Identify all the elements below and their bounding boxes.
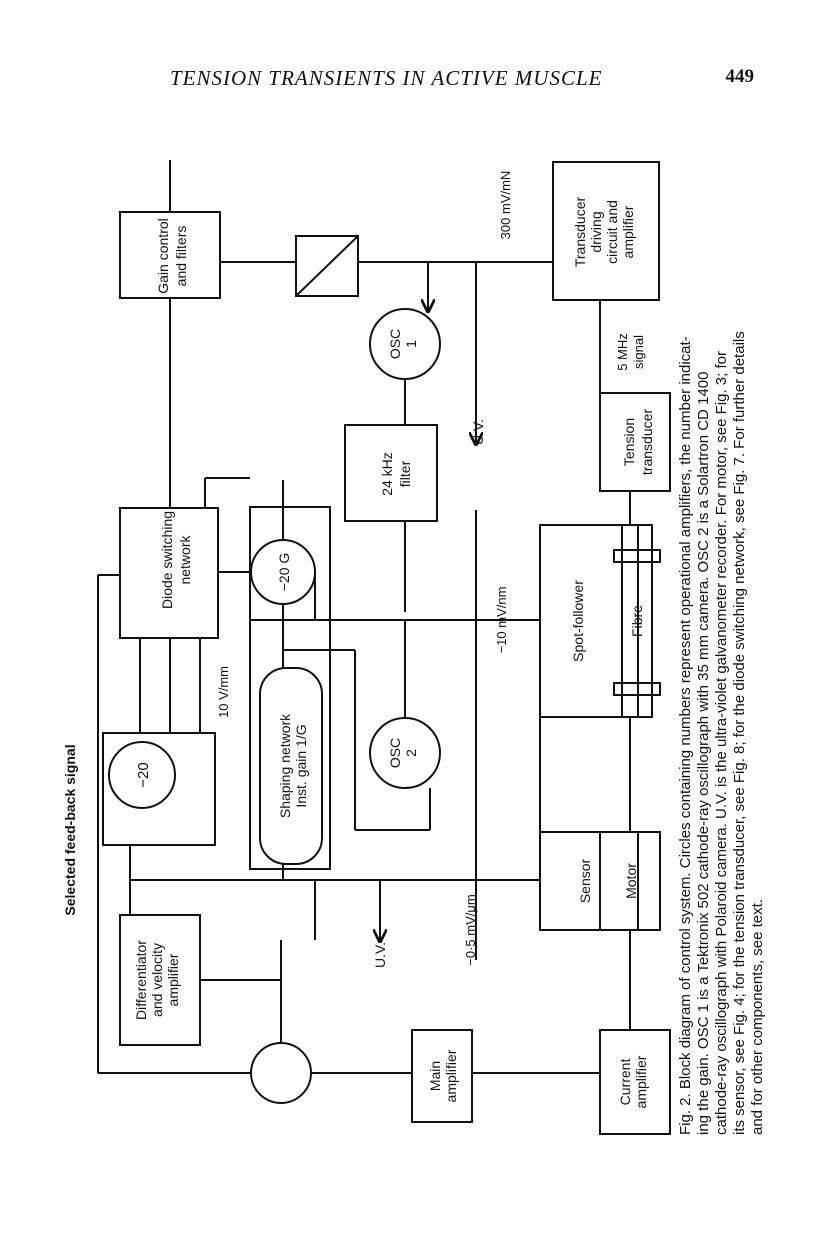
current-amplifier-box: [599, 1029, 671, 1135]
tension-transducer-label: Tension: [621, 418, 637, 466]
main-amp-label-2: amplifier: [443, 1049, 459, 1102]
caption-line-2: ing the gain. OSC 1 is a Tektronix 502 c…: [695, 372, 712, 1135]
differentiator-label: Differentiator: [133, 940, 149, 1020]
shaping-label: Shaping network: [277, 713, 293, 818]
transducer-driving-box: [552, 161, 660, 301]
osc2-label-2: 2: [403, 749, 419, 757]
transducer-label: Transducer: [572, 197, 588, 268]
caption-line-4: its sensor, see Fig. 4; for the tension …: [731, 331, 748, 1135]
signal-label: signal: [631, 335, 646, 369]
main-amp-label: Main: [427, 1061, 443, 1091]
uv-label-2: U.V.: [372, 942, 388, 968]
transducer-label-4: amplifier: [620, 205, 636, 258]
caption-line-5: and for other components, see text.: [749, 899, 766, 1135]
transducer-label-3: circuit and: [604, 200, 620, 264]
sensor-label: Sensor: [577, 858, 593, 903]
page-header: TENSION TRANSIENTS IN ACTIVE MUSCLE 449: [170, 66, 760, 102]
running-head: TENSION TRANSIENTS IN ACTIVE MUSCLE: [170, 66, 603, 90]
diode-switching-label-2: network: [177, 534, 193, 584]
filter-label-2: filter: [397, 460, 413, 487]
caption-line-3: cathode-ray oscillograph with Polaroid c…: [713, 351, 730, 1135]
uv-label-1: U.V.: [470, 419, 486, 445]
divider-box: [295, 235, 359, 297]
osc2-label: OSC: [387, 738, 403, 768]
mv-300-label: 300 mV/mN: [498, 171, 513, 240]
amp-minus20-circle: [108, 741, 176, 809]
fibre-label: Fibre: [629, 605, 645, 637]
amp-minus20-label: −20: [135, 762, 152, 787]
spot-follower-label: Spot-follower: [570, 580, 586, 662]
shaping-network-box: [259, 667, 323, 865]
osc1-label: OSC: [387, 329, 403, 359]
osc1-label-2: 1: [403, 340, 419, 348]
amp-minus20gl-label: −20 G: [276, 553, 292, 592]
five-mhz-label: 5 MHz: [615, 333, 630, 371]
shaping-label-2: Inst. gain 1/G: [293, 724, 309, 807]
caption-line-1: Fig. 2. Block diagram of control system.…: [677, 336, 694, 1135]
feedback-label: Selected feed-back signal: [62, 744, 78, 915]
tension-transducer-box: [599, 392, 671, 492]
main-amplifier-box: [411, 1029, 473, 1123]
gain-control-label: Gain control: [155, 218, 171, 293]
minus10-label: −10 mV/nm: [494, 587, 509, 654]
differentiator-label-2: and velocity: [149, 943, 165, 1017]
dashed-region: [249, 506, 331, 870]
ten-v-label: 10 V/mm: [216, 666, 231, 718]
gain-control-label-2: and filters: [173, 226, 189, 287]
minus05-label: −0·5 mV/μm: [463, 894, 478, 965]
current-amp-label: Current: [617, 1059, 633, 1106]
page-number: 449: [725, 66, 755, 87]
current-amp-label-2: amplifier: [633, 1055, 649, 1108]
diode-switching-label: Diode switching: [159, 511, 175, 609]
transducer-label-2: driving: [588, 211, 604, 252]
pm-amp-region: [102, 732, 216, 846]
motor-label: Motor: [623, 863, 639, 899]
differentiator-label-3: amplifier: [165, 953, 181, 1006]
tension-transducer-label-2: transducer: [639, 409, 655, 475]
filter-label: 24 kHz: [379, 452, 395, 496]
filter-24k-box: [344, 424, 438, 522]
